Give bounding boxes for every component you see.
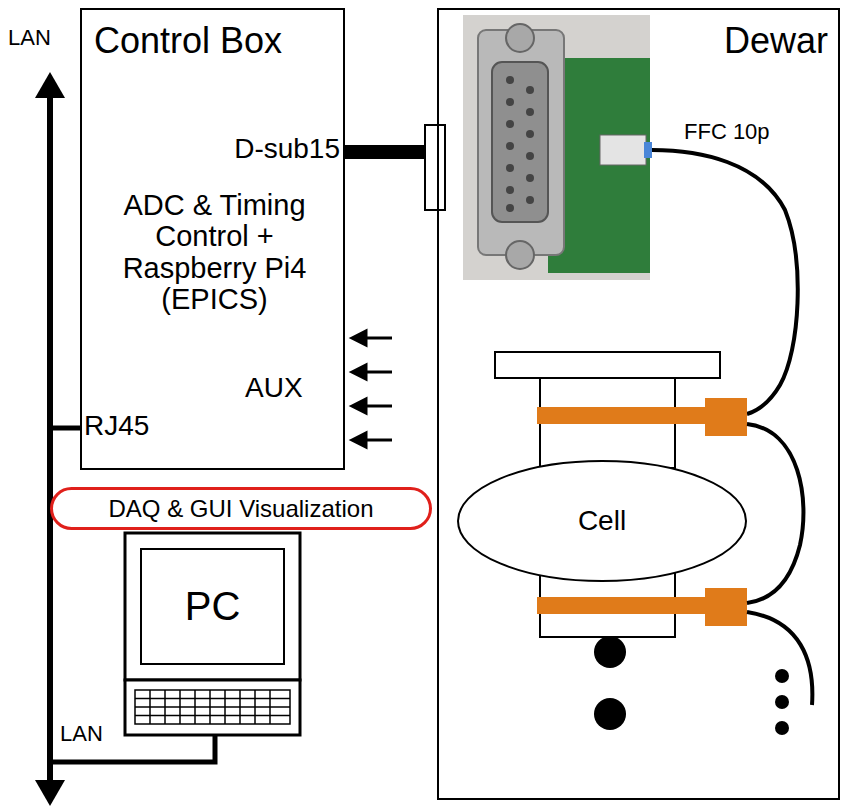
bus-label: LAN	[8, 26, 51, 50]
coil-connector	[705, 588, 747, 626]
bus-label: LAN	[60, 722, 103, 746]
coil-connector	[705, 398, 747, 436]
node-title: Dewar	[724, 22, 828, 61]
flange	[495, 352, 720, 378]
daq-callout: DAQ & GUI Visualization	[50, 487, 432, 530]
node-text: ADC & Timing Control + Raspberry Pi4 (EP…	[112, 190, 317, 315]
port-label: AUX	[245, 373, 303, 404]
port-label: D-sub15	[234, 134, 340, 165]
aux-arrows	[352, 331, 392, 447]
dewar-box: DewarCell	[437, 8, 840, 800]
coil	[537, 597, 707, 614]
node-title: Cell	[578, 506, 626, 536]
connector-photo	[463, 15, 652, 280]
arrow-head	[35, 780, 65, 806]
lan-wire	[50, 426, 82, 431]
cable-label: FFC 10p	[684, 120, 770, 144]
coil-cable	[747, 612, 812, 705]
port-label: RJ45	[84, 411, 149, 442]
coil-cable	[747, 424, 803, 603]
feedthrough	[425, 125, 445, 210]
continuation-dots	[594, 636, 789, 735]
monitor	[125, 533, 300, 680]
control-box: Control BoxADC & Timing Control + Raspbe…	[80, 8, 345, 470]
cable-connector	[345, 152, 437, 153]
lan-bus	[47, 94, 53, 782]
node-title: PC	[185, 585, 241, 628]
pc-screen: PC	[140, 548, 285, 665]
cell-ellipse: Cell	[457, 460, 747, 582]
coil	[537, 407, 707, 424]
keyboard-base	[125, 680, 300, 735]
keyboard	[135, 690, 290, 724]
node-title: DAQ & GUI Visualization	[109, 496, 374, 522]
node-title: Control Box	[94, 22, 282, 61]
arrow-head	[35, 72, 65, 98]
